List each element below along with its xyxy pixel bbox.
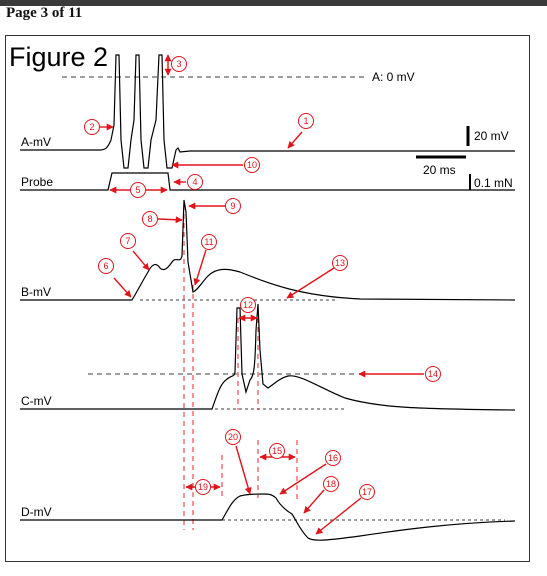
svg-text:16: 16: [328, 453, 338, 463]
trace-a: [20, 54, 515, 169]
marker-13: 13: [332, 255, 348, 271]
marker-14: 14: [425, 366, 441, 382]
label-d-mv: D-mV: [21, 505, 52, 519]
arrow-20: [235, 445, 252, 495]
arrow-8: [157, 216, 183, 224]
svg-text:12: 12: [243, 300, 253, 310]
marker-5: 5: [130, 182, 146, 198]
trace-probe: [20, 172, 515, 191]
svg-text:17: 17: [362, 487, 372, 497]
marker-12: 12: [240, 297, 256, 313]
annotation-markers: 1 2 3 4 5 6 7 8 9 10 11 12 13 14 15 16 1…: [84, 56, 441, 500]
svg-text:1: 1: [303, 116, 308, 126]
trace-d: [20, 493, 516, 541]
svg-text:3: 3: [176, 59, 181, 69]
figure-title: Figure 2: [9, 42, 109, 72]
marker-15: 15: [269, 443, 285, 459]
trace-labels: A-mV Probe B-mV C-mV D-mV A: 0 mV 20 mV …: [21, 70, 513, 519]
arrow-16: [279, 463, 327, 495]
marker-17: 17: [359, 484, 375, 500]
svg-text:9: 9: [230, 201, 235, 211]
svg-text:2: 2: [89, 122, 94, 132]
label-probe: Probe: [21, 175, 53, 189]
marker-4: 4: [187, 174, 203, 190]
arrow-18: [303, 489, 325, 514]
svg-text:6: 6: [103, 261, 108, 271]
marker-19: 19: [195, 479, 211, 495]
svg-text:11: 11: [204, 237, 213, 247]
marker-2: 2: [84, 119, 100, 135]
reference-lines: [62, 76, 505, 521]
svg-text:7: 7: [125, 236, 130, 246]
svg-text:10: 10: [247, 160, 257, 170]
svg-text:13: 13: [335, 258, 345, 268]
marker-9: 9: [225, 198, 241, 214]
arrow-1: [287, 131, 303, 149]
marker-20: 20: [225, 429, 241, 445]
trace-b: [20, 199, 516, 301]
marker-8: 8: [142, 211, 158, 227]
scale-bars: [416, 126, 471, 190]
label-c-mv: C-mV: [21, 394, 52, 408]
marker-16: 16: [325, 450, 341, 466]
arrow-11: [193, 249, 207, 286]
marker-10: 10: [244, 157, 260, 173]
marker-3: 3: [171, 56, 187, 72]
svg-text:14: 14: [428, 369, 438, 379]
svg-text:18: 18: [326, 479, 336, 489]
marker-1: 1: [298, 113, 314, 129]
marker-18: 18: [323, 476, 339, 492]
annotation-arrows: [99, 54, 424, 535]
svg-text:19: 19: [198, 482, 208, 492]
svg-text:15: 15: [272, 446, 282, 456]
marker-7: 7: [120, 233, 136, 249]
svg-text:5: 5: [135, 185, 140, 195]
timing-guides: [183, 205, 298, 530]
label-time-scale: 20 ms: [423, 163, 456, 177]
traces: [20, 54, 516, 541]
label-voltage-scale: 20 mV: [474, 129, 509, 143]
label-a-mv: A-mV: [21, 135, 51, 149]
trace-c: [20, 303, 516, 411]
marker-11: 11: [201, 234, 217, 250]
marker-6: 6: [98, 258, 114, 274]
arrow-6: [113, 277, 132, 298]
svg-text:8: 8: [147, 214, 152, 224]
page-indicator: Page 3 of 11: [6, 5, 83, 21]
label-force-scale: 0.1 mN: [474, 176, 513, 190]
arrow-7: [132, 250, 150, 271]
label-zero-mv: A: 0 mV: [372, 70, 415, 84]
arrow-17: [315, 497, 362, 535]
svg-text:20: 20: [228, 432, 238, 442]
top-bar: [0, 0, 547, 6]
label-b-mv: B-mV: [21, 285, 51, 299]
arrow-13: [286, 267, 335, 299]
svg-text:4: 4: [192, 177, 197, 187]
figure-frame: [5, 35, 530, 562]
